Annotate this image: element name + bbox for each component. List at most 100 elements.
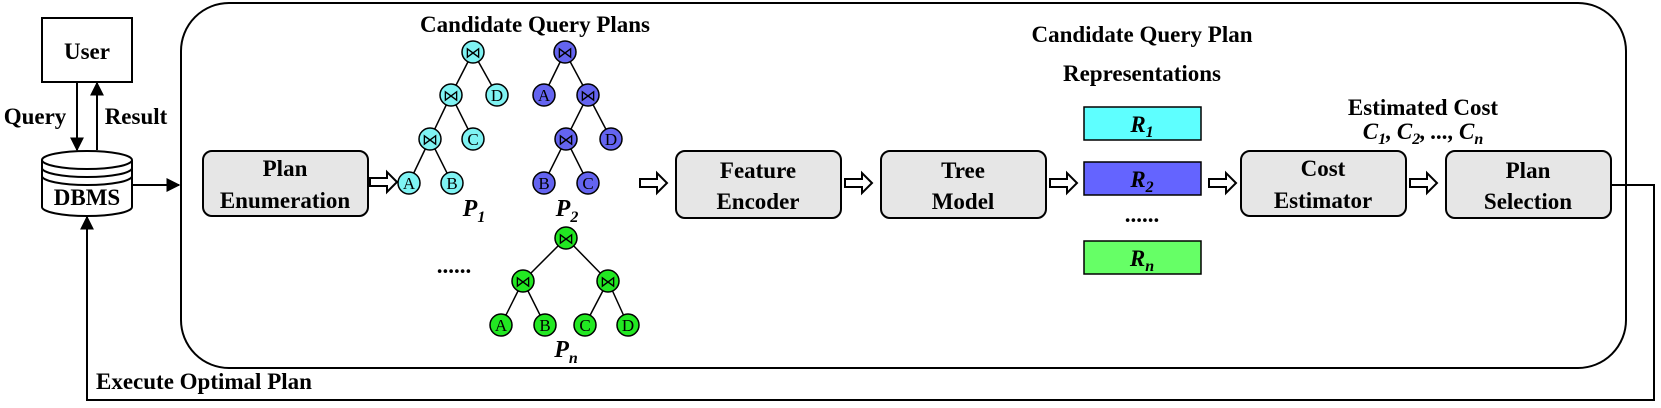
- join-node: [511, 269, 535, 293]
- tree-model-line1: Tree: [941, 158, 985, 183]
- feature-encoder-box: Feature Encoder: [675, 150, 842, 219]
- representation-label-sub: n: [1145, 258, 1154, 275]
- flow-arrow-4: [1049, 170, 1079, 196]
- representation-label-main: R: [1129, 246, 1145, 271]
- plan-label-main: P: [553, 337, 569, 363]
- representation-label: R1: [1129, 112, 1153, 141]
- leaf-label: B: [538, 174, 549, 193]
- leaf-node: [440, 171, 464, 195]
- cost-cn-sub: n: [1474, 131, 1483, 148]
- flow-arrow-2: [639, 170, 669, 196]
- tree-model-box: Tree Model: [880, 150, 1047, 219]
- join-symbol: ⋈: [600, 274, 616, 291]
- estimated-cost-title: Estimated Cost: [1348, 95, 1498, 120]
- join-node: [576, 83, 600, 107]
- plan-label-sub: 1: [477, 209, 485, 226]
- join-node: [461, 40, 485, 64]
- plan-enumeration-line2: Enumeration: [220, 188, 351, 213]
- cost-c2: C: [1397, 119, 1413, 144]
- join-symbol: ⋈: [557, 45, 573, 62]
- leaf-label: B: [446, 174, 457, 193]
- plan-label-main: P: [555, 196, 571, 222]
- leaf-label: A: [538, 86, 551, 105]
- flow-arrow-3: [844, 170, 874, 196]
- user-label: User: [64, 39, 110, 64]
- plan-selection-box: Plan Selection: [1445, 150, 1612, 219]
- plan-selection-line2: Selection: [1484, 189, 1572, 214]
- leaf-label: D: [622, 316, 634, 335]
- cost-estimator-box: Cost Estimator: [1240, 150, 1407, 217]
- plan-label: P1: [462, 196, 486, 226]
- execute-label: Execute Optimal Plan: [96, 369, 312, 394]
- leaf-node: [576, 171, 600, 195]
- representation-2: R2: [1083, 161, 1202, 196]
- plan-label: P2: [555, 196, 579, 226]
- representations-ellipsis: ......: [1125, 202, 1160, 227]
- leaf-label: C: [467, 130, 478, 149]
- cost-estimator-line2: Estimator: [1274, 188, 1372, 213]
- leaf-node: [599, 127, 623, 151]
- plans-ellipsis: ......: [437, 253, 472, 278]
- representation-bar: [1083, 161, 1202, 196]
- plan-enumeration-box: Plan Enumeration: [202, 150, 369, 217]
- leaf-node: [485, 83, 509, 107]
- cost-sep1: ,: [1385, 119, 1392, 144]
- tree-model-line2: Model: [932, 189, 995, 214]
- leaf-node: [489, 313, 513, 337]
- user-box: User: [41, 17, 133, 83]
- plan-label-sub: 2: [569, 209, 578, 226]
- representation-bar: [1083, 240, 1202, 275]
- representations-title-line1: Candidate Query Plan: [1031, 22, 1252, 47]
- join-node: [596, 269, 620, 293]
- leaf-label: B: [539, 316, 550, 335]
- representation-label-sub: 1: [1146, 124, 1154, 141]
- representation-label: Rn: [1129, 246, 1154, 275]
- representation-label-sub: 2: [1145, 179, 1154, 196]
- leaf-node: [573, 313, 597, 337]
- cost-cn: C: [1459, 119, 1475, 144]
- join-symbol: ⋈: [465, 45, 481, 62]
- cost-estimator-line1: Cost: [1301, 156, 1346, 181]
- join-node: [418, 127, 442, 151]
- cost-c2-sub: 2: [1411, 131, 1420, 148]
- cost-dots: ...,: [1431, 119, 1454, 144]
- query-label: Query: [4, 104, 67, 129]
- representation-label-main: R: [1129, 167, 1145, 192]
- join-symbol: ⋈: [580, 88, 596, 105]
- result-label: Result: [105, 104, 168, 129]
- representations-title-line2: Representations: [1063, 61, 1221, 86]
- dbms-database-icon: DBMS: [41, 150, 133, 217]
- join-symbol: ⋈: [558, 132, 574, 149]
- leaf-label: A: [403, 174, 416, 193]
- join-symbol: ⋈: [443, 88, 459, 105]
- cost-c1-sub: 1: [1378, 131, 1386, 148]
- flow-arrows: [369, 169, 1439, 196]
- join-symbol: ⋈: [558, 231, 574, 248]
- join-node: [554, 226, 578, 250]
- leaf-node: [397, 171, 421, 195]
- flow-arrow-5: [1208, 170, 1238, 196]
- representation-3: Rn: [1083, 240, 1202, 275]
- leaf-node: [532, 83, 556, 107]
- leaf-label: A: [495, 316, 508, 335]
- representation-bar: [1083, 106, 1202, 141]
- feature-encoder-line1: Feature: [720, 158, 796, 183]
- cost-c1: C: [1363, 119, 1379, 144]
- join-node: [554, 127, 578, 151]
- leaf-label: D: [605, 130, 617, 149]
- leaf-node: [532, 171, 556, 195]
- cost-sep2: ,: [1419, 119, 1426, 144]
- candidate-plans-title: Candidate Query Plans: [420, 12, 650, 37]
- join-node: [553, 40, 577, 64]
- leaf-node: [616, 313, 640, 337]
- representation-label-main: R: [1129, 112, 1145, 137]
- leaf-node: [533, 313, 557, 337]
- plan-enumeration-line1: Plan: [263, 156, 308, 181]
- leaf-label: D: [491, 86, 503, 105]
- flow-arrow-6: [1409, 170, 1439, 196]
- execute-plan-loop-arrow: [80, 184, 1655, 401]
